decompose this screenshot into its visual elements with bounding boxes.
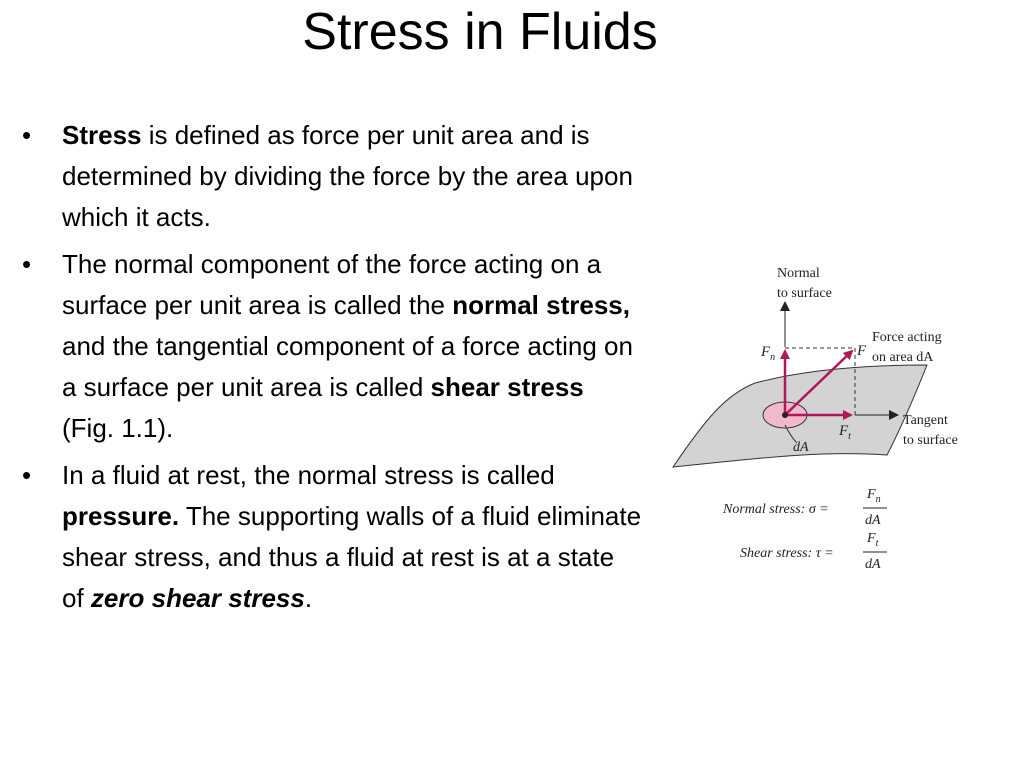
normal-label-line1: Normal — [777, 266, 820, 281]
bullet-item: • Stress is defined as force per unit ar… — [22, 115, 642, 238]
bullet-text: (Fig. 1.1). — [62, 413, 174, 443]
bullet-item: • In a fluid at rest, the normal stress … — [22, 455, 642, 619]
f-label: F — [856, 343, 867, 359]
bullet-text-bold: Stress — [62, 120, 142, 150]
bullet-dot-icon: • — [22, 120, 32, 150]
bullet-dot-icon: • — [22, 460, 32, 490]
slide-title: Stress in Fluids — [302, 3, 658, 61]
bullet-text: and the tangential component of a force … — [62, 331, 633, 402]
bullet-item: • The normal component of the force acti… — [22, 244, 642, 449]
bullet-text-bold: normal stress, — [452, 290, 630, 320]
force-arrow — [784, 349, 854, 416]
stress-figure: Normal to surface Force acting on area d… — [665, 255, 985, 585]
shear-stress-numerator: Ft — [866, 531, 879, 549]
shear-stress-denominator: dA — [865, 557, 881, 572]
force-label-line2: on area dA — [872, 350, 934, 365]
bullet-dot-icon: • — [22, 249, 32, 279]
normal-stress-numerator: Fn — [866, 487, 881, 505]
ft-label: Ft — [838, 423, 851, 442]
bullet-text: The normal component of the force acting… — [62, 249, 602, 320]
bullet-text-bold-italic: zero shear stress — [90, 583, 305, 613]
normal-stress-denominator: dA — [865, 513, 881, 528]
bullet-text: The supporting walls of a fluid eliminat… — [62, 501, 642, 613]
da-label: dA — [793, 440, 809, 455]
da-leader-line — [784, 424, 798, 444]
bullet-text-bold: pressure. — [62, 501, 180, 531]
shear-stress-formula: Shear stress: τ = — [740, 546, 834, 561]
normal-stress-formula: Normal stress: σ = — [722, 502, 829, 517]
bullet-text: is defined as force per unit area and is… — [62, 120, 633, 232]
normal-label-line2: to surface — [777, 286, 832, 301]
tangent-label-line1: Tangent — [903, 413, 948, 428]
fn-label: Fn — [760, 344, 775, 363]
bullet-text-bold: shear stress — [430, 372, 584, 402]
force-label-line1: Force acting — [872, 330, 942, 345]
tangent-label-line2: to surface — [903, 433, 958, 448]
bullet-text: . — [304, 583, 313, 613]
origin-dot — [782, 412, 788, 418]
bullet-text: In a fluid at rest, the normal stress is… — [62, 460, 555, 490]
bullet-list: • Stress is defined as force per unit ar… — [22, 115, 642, 625]
